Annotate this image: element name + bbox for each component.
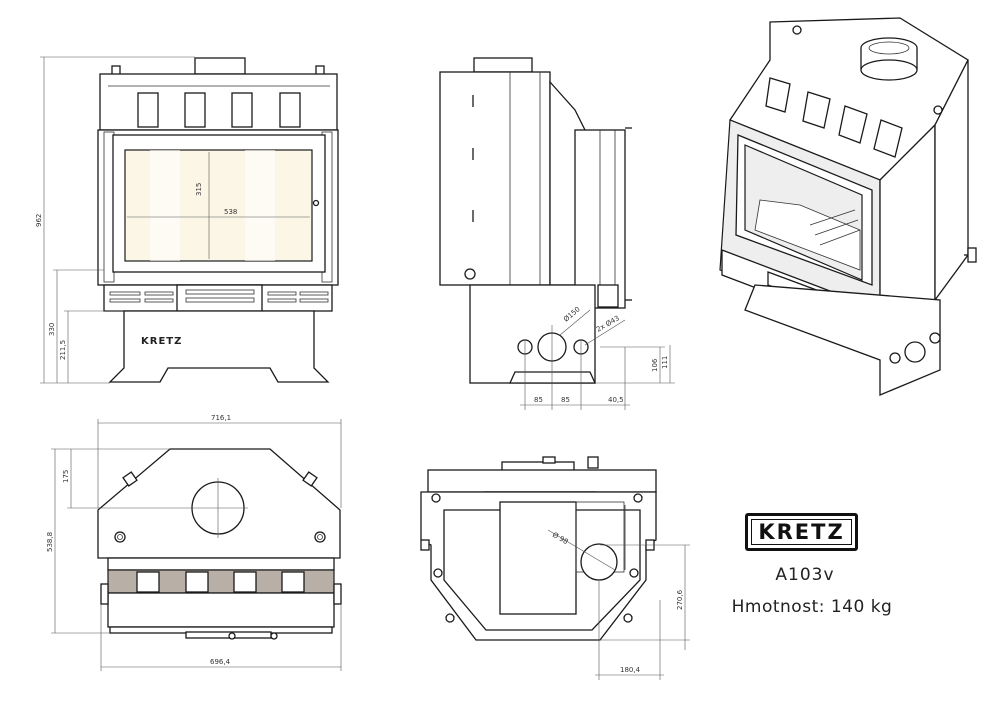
front-base-stand: [108, 310, 330, 383]
dim-85b-label: 85: [561, 396, 570, 404]
depth-label: 538,8: [46, 532, 54, 552]
bottom-ash-channel: [499, 501, 577, 615]
top-view: 716,1 538,8 175 696,4: [46, 414, 342, 671]
brand-logo-text: KRETZ: [751, 519, 852, 545]
bottom-hole: [580, 543, 618, 581]
height-outlet-label: 211,5: [59, 340, 67, 360]
side-knob-icon: [464, 268, 476, 280]
front-brand-plate: KRETZ: [141, 336, 182, 347]
front-view: 315 538 KRETZ 962 330 211,5: [35, 56, 339, 384]
dim-175-label: 175: [62, 470, 70, 483]
dim-180-4-label: 180,4: [620, 666, 641, 674]
bottom-width-label: 696,4: [210, 658, 231, 666]
side-base-stand: [469, 284, 596, 384]
iso-base: [744, 284, 941, 396]
front-flue-collar: [194, 57, 246, 75]
height-total-label: 962: [35, 214, 43, 227]
door-handle-icon: [312, 199, 320, 207]
iso-flue: [860, 59, 918, 81]
side-view: Ø150 2x Ø43 85 85 40,5 106 111: [439, 57, 675, 410]
front-air-slot-3: [231, 92, 253, 128]
glass-height-label: 315: [195, 183, 203, 196]
front-air-slot-2: [184, 92, 206, 128]
bottom-top-rail: [427, 469, 657, 493]
dim-40-5-label: 40,5: [608, 396, 624, 404]
front-top-hood: [99, 73, 338, 131]
front-air-slot-4: [279, 92, 301, 128]
dim-270-6-label: 270,6: [676, 589, 684, 610]
front-air-slot-1: [137, 92, 159, 128]
iso-slot-4: [873, 119, 903, 158]
top-width-label: 716,1: [211, 414, 231, 422]
dim-85a-label: 85: [534, 396, 543, 404]
brand-logo: KRETZ: [745, 513, 858, 551]
model-name: A103v: [775, 565, 835, 585]
iso-slot-1: [765, 77, 791, 113]
isometric-view: [719, 17, 977, 396]
iso-slot-3: [838, 105, 868, 144]
iso-slot-2: [802, 91, 831, 129]
height-base-label: 330: [48, 323, 56, 336]
weight-label: Hmotnost: 140 kg: [731, 597, 893, 617]
bottom-view: Ø 98 270,6 180,4: [420, 456, 690, 680]
dim-106-label: 106: [651, 358, 659, 372]
side-flue-collar: [473, 57, 533, 73]
side-body: [439, 71, 551, 286]
glass-width-label: 538: [224, 208, 237, 216]
dim-111-label: 111: [661, 356, 669, 369]
